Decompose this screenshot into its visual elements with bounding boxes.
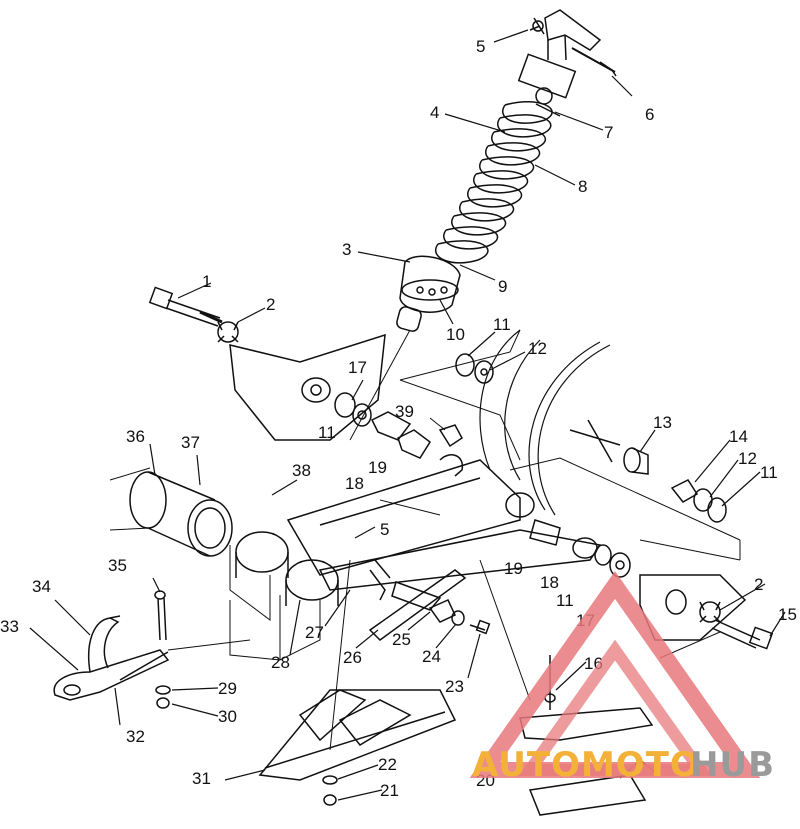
- coil-spring: [435, 101, 553, 264]
- left-spindle-bushing: [109, 467, 233, 557]
- star-washer-right: [699, 601, 721, 623]
- shock-top-eye: [517, 53, 577, 117]
- callout-9: 9: [498, 277, 507, 296]
- callout-3: 3: [342, 240, 351, 259]
- callout-24: 24: [422, 647, 441, 666]
- callout-39: 39: [395, 402, 414, 421]
- callout-11-right: 11: [760, 463, 778, 482]
- callout-2-right: 2: [754, 575, 763, 594]
- callout-13: 13: [653, 413, 672, 432]
- star-washer-upper-left: [217, 321, 239, 343]
- callout-1: 1: [202, 272, 211, 291]
- callout-5-center: 5: [380, 520, 389, 539]
- callout-14: 14: [729, 427, 748, 446]
- callout-11-upper: 11: [493, 315, 511, 334]
- callout-26: 26: [343, 648, 362, 667]
- watermark-text-hub: HUB: [690, 745, 775, 785]
- ski-mount-saddle: [258, 689, 457, 806]
- assembly-guide-lines: [167, 329, 741, 751]
- callout-19-right: 19: [504, 559, 523, 578]
- clamp-lower: [229, 559, 339, 661]
- upper-mount-bracket: [529, 9, 617, 77]
- callout-7: 7: [604, 123, 613, 142]
- callout-labels: 1 2 3 4 5 6 7 8 9 10 11 12 17 39 11 19 1…: [0, 37, 797, 800]
- callout-6: 6: [645, 105, 654, 124]
- center-bracket: [368, 569, 467, 641]
- callout-19-left: 19: [368, 458, 387, 477]
- callout-22: 22: [378, 755, 397, 774]
- upper-a-arm: [286, 454, 535, 576]
- callout-29: 29: [218, 679, 237, 698]
- left-bracket-plate: [229, 333, 386, 441]
- right-bracket-plate: [639, 574, 747, 641]
- callout-27: 27: [305, 623, 324, 642]
- callout-33: 33: [0, 617, 19, 636]
- wheel-outline: [479, 329, 611, 516]
- callout-5: 5: [476, 37, 485, 56]
- small-hardware-center: [428, 599, 491, 635]
- callout-18-left: 18: [345, 474, 364, 493]
- clamp-upper: [229, 531, 289, 621]
- callout-23: 23: [445, 677, 464, 696]
- callout-15: 15: [778, 605, 797, 624]
- bolt-upper-left: [148, 286, 223, 327]
- bushing-stack-center: [334, 392, 463, 459]
- callout-34: 34: [32, 577, 51, 596]
- callout-21: 21: [380, 781, 399, 800]
- callout-37: 37: [181, 433, 200, 452]
- callout-18-right: 18: [540, 573, 559, 592]
- callout-38: 38: [292, 461, 311, 480]
- callout-8: 8: [578, 177, 587, 196]
- watermark-text-automoto: AUTOMOTO: [472, 745, 700, 785]
- callout-10: 10: [446, 325, 465, 344]
- callout-35: 35: [108, 556, 127, 575]
- callout-11-left: 11: [318, 423, 336, 442]
- bushing-stack-right: [529, 519, 631, 578]
- callout-36: 36: [126, 427, 145, 446]
- watermark-logo: AUTOMOTO HUB: [469, 571, 775, 785]
- callout-2: 2: [266, 295, 275, 314]
- callout-12-right: 12: [738, 449, 757, 468]
- callout-32: 32: [126, 727, 145, 746]
- callout-31: 31: [192, 769, 211, 788]
- right-hub-parts: [455, 353, 727, 523]
- callout-30: 30: [218, 707, 237, 726]
- lower-left-bracket: [53, 590, 171, 709]
- callout-25: 25: [392, 630, 411, 649]
- damper-body: [396, 255, 461, 332]
- callout-12-upper: 12: [528, 339, 547, 358]
- callout-28: 28: [271, 653, 290, 672]
- callout-4: 4: [430, 103, 439, 122]
- callout-11-lower: 11: [556, 591, 574, 610]
- leader-lines: [29, 29, 786, 801]
- callout-17-left: 17: [348, 358, 367, 377]
